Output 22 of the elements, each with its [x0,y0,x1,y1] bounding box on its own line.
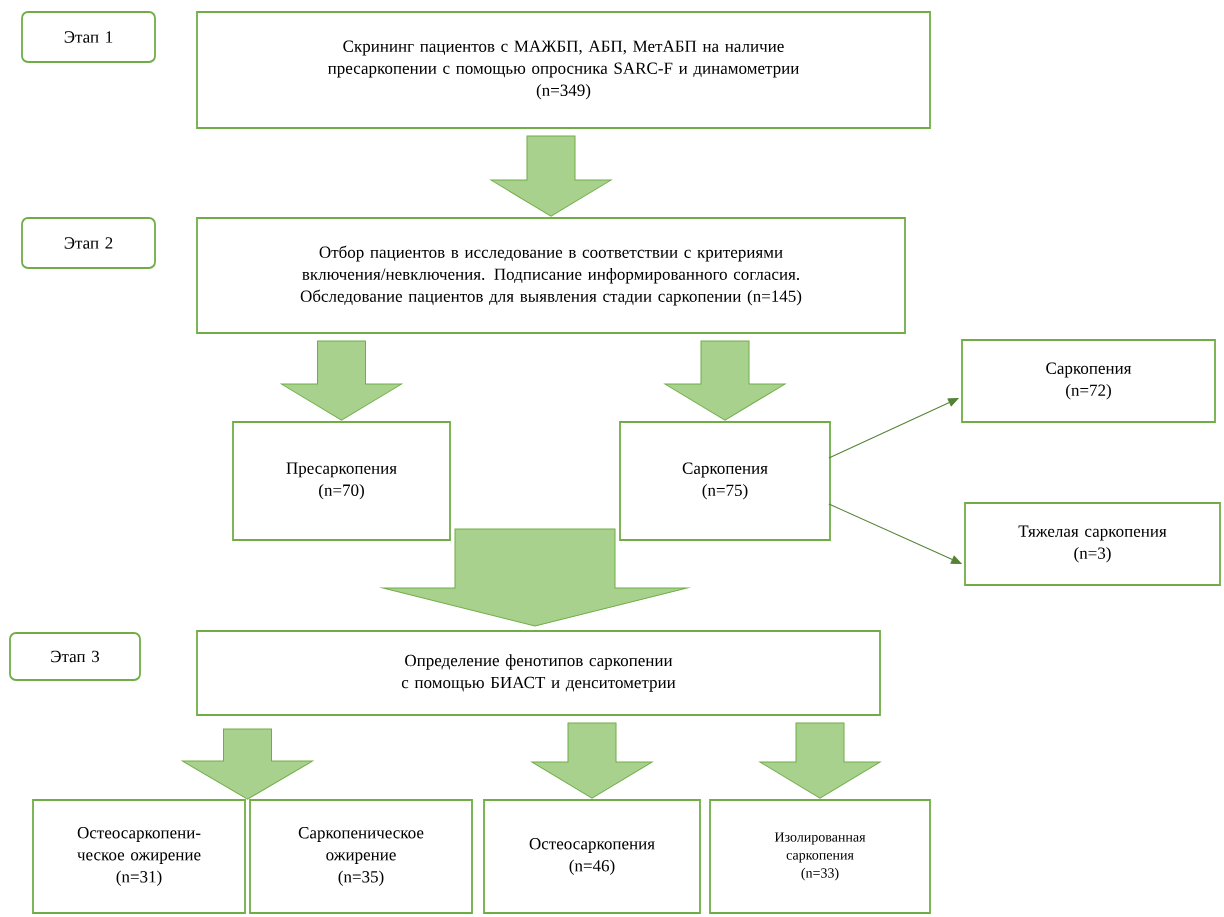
block-arrow [664,340,786,421]
process-box: Саркопеническое ожирение (n=35) [249,799,473,914]
block-arrow [490,135,612,217]
process-box: Саркопения (n=75) [619,421,831,541]
process-box: Саркопения (n=72) [961,339,1216,423]
process-box: Скрининг пациентов с МАЖБП, АБП, МетАБП на наличие пресаркопении с помощью опросника SARC-F и динамометрии (n=349) [196,11,931,129]
process-box: Остеосаркопения (n=46) [483,799,701,914]
arrow [828,503,962,564]
process-box: Пресаркопения (n=70) [232,421,451,541]
block-arrow [182,728,313,800]
block-arrow [281,340,402,421]
stage-label: Этап 1 [21,11,156,63]
process-box: Тяжелая саркопения (n=3) [964,502,1221,586]
process-box: Остеосаркопени-ческое ожирение (n=31) [32,799,246,914]
block-arrow [759,722,881,799]
process-box: Отбор пациентов в исследование в соответствии с критериями включения/невключения. Подписание информированного согласия. Обследование пациентов для выявления стадии саркопении (n=145) [196,217,906,334]
stage-label: Этап 3 [9,632,141,681]
stage-label: Этап 2 [21,217,156,269]
process-box: Изолированная саркопения (n=33) [709,799,931,914]
process-box: Определение фенотипов саркопении с помощью БИАСТ и денситометрии [196,630,881,716]
arrow [828,398,959,459]
block-arrow [531,722,653,799]
